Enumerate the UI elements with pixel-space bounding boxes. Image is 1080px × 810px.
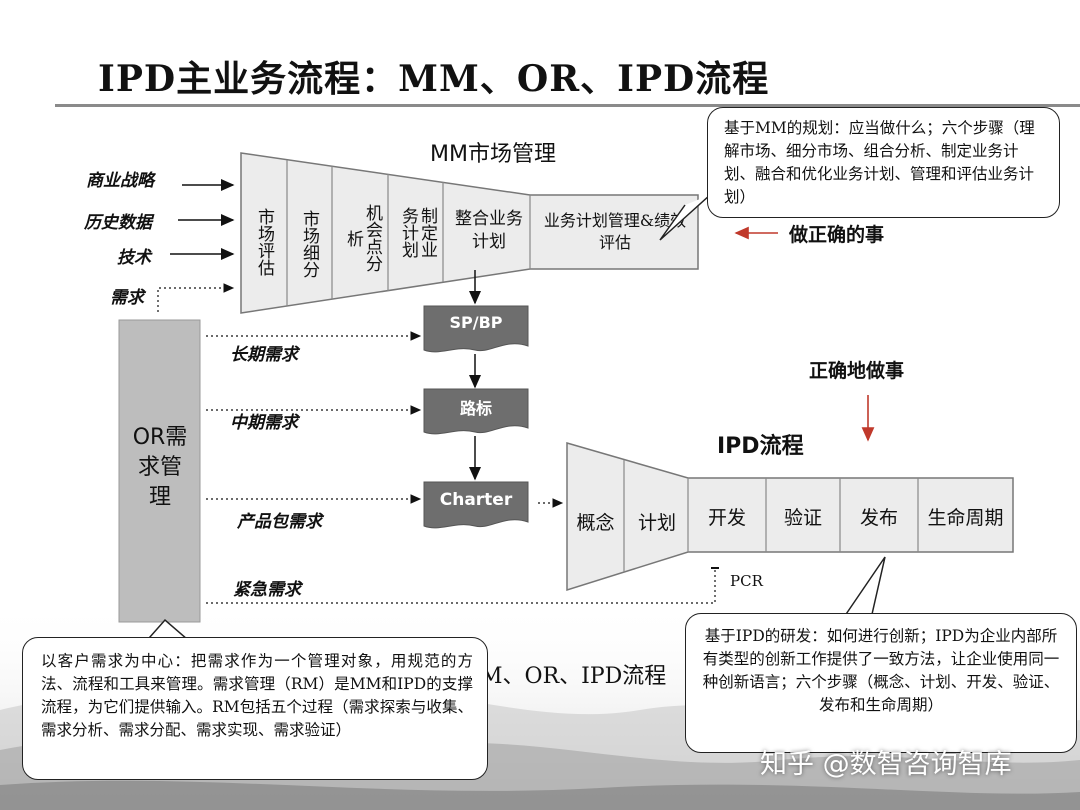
input-demand: 需求 (110, 288, 144, 308)
do-right-things-label: 做正确的事 (789, 224, 885, 246)
page-title: IPD主业务流程：MM、OR、IPD流程 (98, 58, 770, 100)
partial-title-repeat: M、OR、IPD流程 (480, 664, 667, 689)
mm-step-business-plan: 制定业务计划 (398, 206, 437, 258)
do-things-right-label: 正确地做事 (809, 360, 905, 382)
demand-product-package: 产品包需求 (237, 512, 322, 532)
input-business-strategy: 商业战略 (86, 171, 154, 191)
mm-step-opportunity-analysis: 机会点分析 (343, 204, 382, 272)
input-historical-data: 历史数据 (84, 213, 152, 233)
or-callout: 以客户需求为中心：把需求作为一个管理对象，用规范的方法、流程和工具来管理。需求管… (22, 637, 488, 780)
ipd-stage-release: 发布 (859, 506, 898, 529)
mm-callout-text: 基于MM的规划：应当做什么；六个步骤（理解市场、细分市场、组合分析、制定业务计划… (724, 119, 1035, 206)
mm-step-market-segmentation: 市场细分 (299, 209, 319, 278)
demand-urgent: 紧急需求 (233, 580, 301, 600)
mm-step-plan-management: 业务计划管理&绩效评估 (543, 211, 687, 252)
watermark: 知乎 @数智咨询智库 (760, 749, 1012, 780)
pcr-label: PCR (730, 572, 763, 590)
ipd-stage-concept: 概念 (576, 511, 615, 534)
or-demand-management-box: OR需求管理 (132, 425, 188, 510)
ipd-callout-pointer (839, 556, 886, 624)
or-callout-text: 以客户需求为中心：把需求作为一个管理对象，用规范的方法、流程和工具来管理。需求管… (41, 652, 473, 739)
roadmap-box: 路标 (459, 399, 492, 418)
input-technology: 技术 (117, 248, 151, 268)
ipd-stage-plan: 计划 (637, 511, 676, 534)
mm-funnel (240, 152, 699, 314)
ipd-stage-develop: 开发 (707, 506, 746, 529)
title-divider (55, 104, 1080, 107)
mm-step-integrate-plan: 整合业务计划 (455, 209, 523, 252)
mm-heading: MM市场管理 (430, 142, 556, 167)
ipd-heading: IPD流程 (717, 434, 804, 459)
ipd-stage-lifecycle: 生命周期 (927, 506, 1004, 529)
ipd-callout: 基于IPD的研发：如何进行创新；IPD为企业内部所有类型的创新工作提供了一致方法… (685, 613, 1077, 753)
charter-box: Charter (439, 490, 513, 510)
spbp-box: SP/BP (449, 313, 503, 332)
demand-long-term: 长期需求 (230, 345, 298, 365)
demand-mid-term: 中期需求 (230, 413, 298, 433)
mm-step-market-assessment: 市场评估 (254, 208, 274, 276)
ipd-callout-text: 基于IPD的研发：如何进行创新；IPD为企业内部所有类型的创新工作提供了一致方法… (702, 627, 1060, 714)
mm-callout: 基于MM的规划：应当做什么；六个步骤（理解市场、细分市场、组合分析、制定业务计划… (707, 107, 1060, 218)
ipd-funnel (566, 442, 1014, 592)
mm-callout-pointer (659, 195, 711, 241)
ipd-stage-verify: 验证 (783, 506, 822, 529)
